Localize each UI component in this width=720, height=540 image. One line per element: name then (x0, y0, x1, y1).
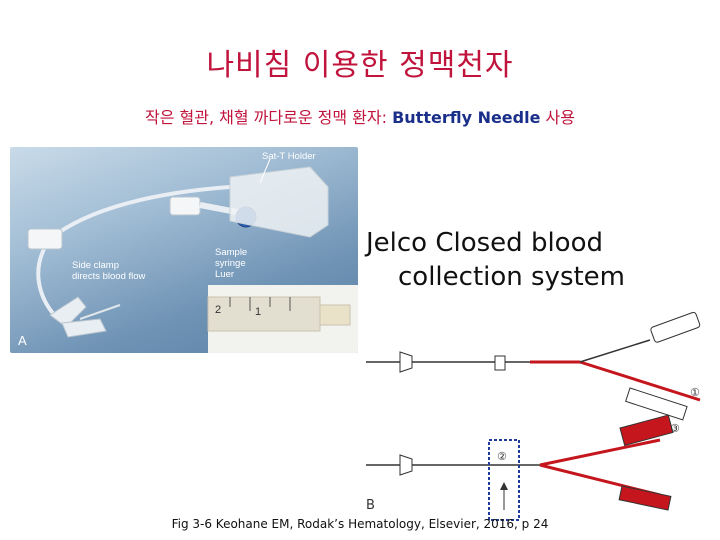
butterfly-wing (49, 296, 87, 328)
side-clamp-2 (169, 196, 201, 216)
lower-red-upper (539, 438, 661, 467)
needle (79, 304, 121, 320)
slide-subtitle: 작은 혈관, 채혈 까다로운 정맥 환자: Butterfly Needle 사… (0, 104, 720, 128)
lower-syringe-filled (618, 485, 672, 511)
label-clamp-1: Side clamp (72, 260, 119, 271)
tubing (36, 237, 58, 319)
upper-branch (579, 339, 651, 363)
upper-holder (650, 311, 701, 343)
jelco-caption: Jelco Closed blood collection system (366, 226, 628, 294)
butterfly-wing-2 (61, 318, 107, 338)
subtitle-korean: 작은 혈관, 채혈 까다로운 정맥 환자: (145, 108, 393, 127)
subtitle-english: Butterfly Needle (392, 108, 541, 127)
label-syringe-1: Sample (215, 247, 248, 258)
lower-tube-filled (619, 414, 674, 446)
subtitle-suffix: 사용 (540, 108, 575, 127)
dotted-highlight-box (488, 439, 520, 521)
holder-pointer (259, 158, 271, 184)
label-panel-b: B (366, 498, 375, 513)
step-1-label: ① (690, 386, 700, 399)
syringe-barrel (207, 296, 321, 332)
step-2-label: ② (497, 450, 507, 463)
label-syringe-2: syringe (215, 258, 246, 269)
butterfly-needle-illustration (27, 158, 358, 353)
upper-syringe (625, 387, 688, 421)
butterfly-needle-photo: Sat-T Holder Side clamp directs blood fl… (10, 147, 358, 353)
lower-wing (399, 454, 413, 476)
syringe-luer-tip (319, 304, 351, 326)
upper-wing (399, 351, 413, 373)
side-clamp (27, 228, 63, 250)
tubing-upper (48, 185, 231, 241)
label-syringe-3: Luer (215, 269, 235, 280)
step-3-label: ③ (670, 422, 680, 435)
jelco-caption-line1: Jelco Closed blood (366, 228, 603, 258)
jelco-diagram: ① ② ③ B (360, 300, 718, 522)
upper-red-line (579, 360, 701, 402)
scale-number-2: 2 (215, 304, 222, 316)
flow-arrowhead (500, 482, 508, 490)
label-panel-a: A (18, 333, 27, 348)
label-clamp-2: directs blood flow (72, 271, 146, 282)
jelco-caption-line2: collection system (398, 262, 626, 292)
jelco-diagram-svg (366, 311, 701, 521)
slide-title: 나비침 이용한 정맥천자 (206, 48, 514, 83)
sat-t-holder (229, 166, 329, 238)
figure-citation: Fig 3-6 Keohane EM, Rodak’s Hematology, … (171, 517, 549, 531)
label-holder: Sat-T Holder (262, 151, 316, 162)
upper-clamp (494, 355, 506, 371)
scale-number-1: 1 (255, 306, 262, 318)
